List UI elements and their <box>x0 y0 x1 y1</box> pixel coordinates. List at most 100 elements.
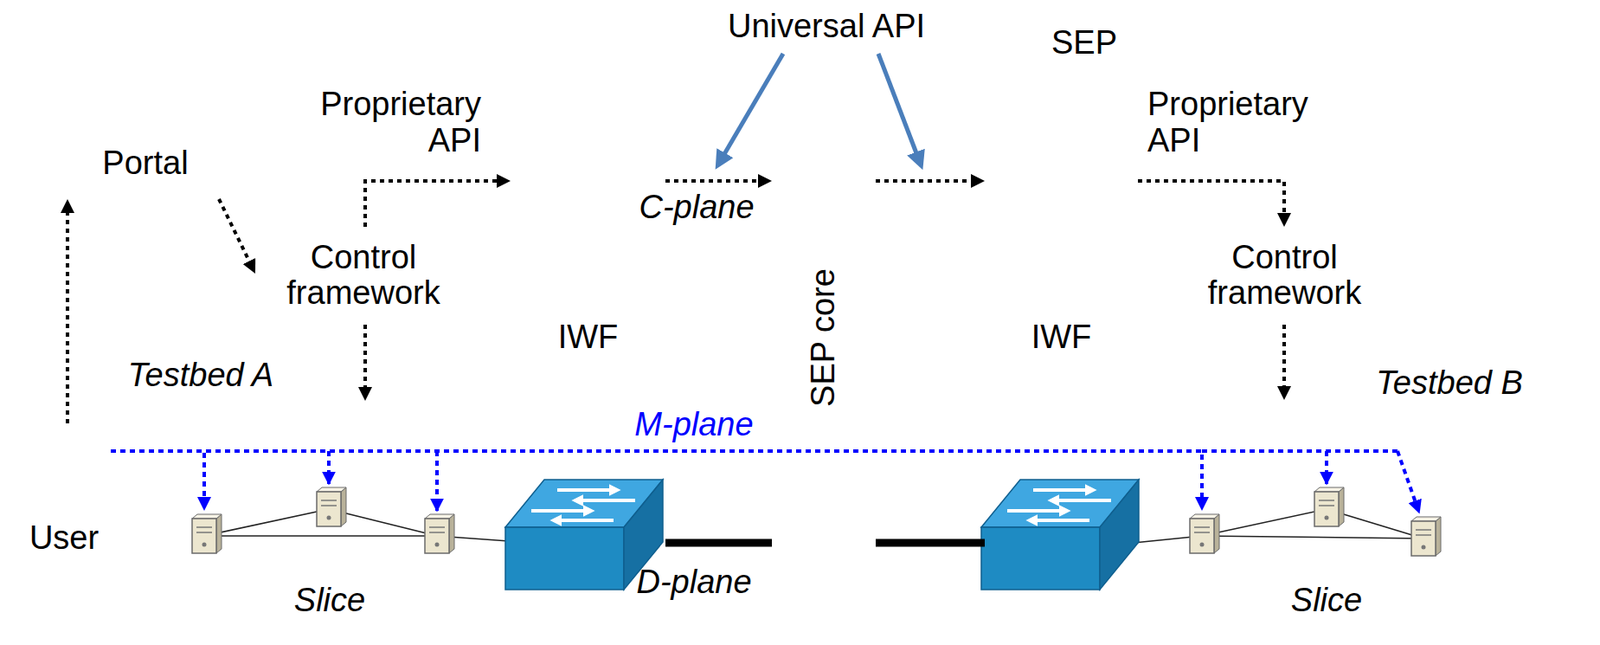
label-slot: M-plane <box>634 406 753 444</box>
server-led <box>327 515 332 521</box>
keyboard <box>51 494 100 502</box>
api-label: Universal API <box>727 8 926 45</box>
label-slot: D-plane <box>636 564 752 601</box>
server-side <box>1435 516 1441 556</box>
server-slot <box>1318 499 1335 502</box>
switch-side <box>1099 479 1139 590</box>
server-led <box>1200 542 1205 547</box>
plane-label: D-plane <box>636 564 752 601</box>
user-arm <box>51 475 70 495</box>
label-slot: Universal API <box>727 8 926 45</box>
control-arrow <box>665 179 764 183</box>
node-label: Slice <box>1291 582 1363 619</box>
slice-ellipse: Slice <box>147 400 512 637</box>
text-slot: Testbed A <box>128 357 274 394</box>
node-label: SEP <box>1051 25 1118 62</box>
server-slot <box>1318 504 1335 507</box>
sep-core: SEP core <box>771 104 876 591</box>
node-label: Testbed B <box>1375 365 1523 402</box>
node-label: Testbed A <box>128 357 274 394</box>
monitor <box>70 454 101 481</box>
plane-label: Proprietary API <box>1147 86 1356 160</box>
control-arrow <box>218 199 252 266</box>
node-label: SEP core <box>805 268 842 407</box>
slice-outline <box>148 401 511 636</box>
server-icon <box>1314 487 1344 527</box>
slice-link <box>204 534 437 537</box>
text-slot: IWF <box>558 319 619 356</box>
server-slot <box>196 531 213 534</box>
control-arrow <box>1282 324 1286 392</box>
cloud-bump <box>1094 359 1173 437</box>
cloud-core <box>24 285 544 645</box>
server-front <box>1411 520 1436 556</box>
monitor-stand <box>81 480 90 489</box>
cloud-bump <box>3 352 87 436</box>
label-slot: C-plane <box>638 189 754 226</box>
cloud-bump <box>1092 484 1179 572</box>
text-slot: IWF <box>1031 319 1093 356</box>
switch-arrow <box>554 518 614 522</box>
cloud-bump <box>1466 181 1600 338</box>
m-plane-drop <box>435 450 439 511</box>
switch-arrow <box>557 488 617 492</box>
switch-arrow <box>576 498 636 502</box>
plane-label: Proprietary API <box>273 86 482 160</box>
user-body <box>29 462 68 508</box>
plane-label: M-plane <box>634 406 753 444</box>
node-label: Slice <box>294 582 366 619</box>
switch-front <box>981 526 1100 590</box>
text-slot: Portal <box>102 145 188 182</box>
server-slot <box>1415 533 1432 536</box>
box-outline <box>58 128 233 199</box>
text-slot: Control framework <box>1185 239 1385 313</box>
testbed-cloud: Control frameworkSlice Testbed B <box>1098 155 1600 645</box>
text-slot: Slice <box>294 582 366 619</box>
control-arrow <box>65 207 70 424</box>
sep-outline <box>507 8 1141 611</box>
server-led <box>1421 545 1427 550</box>
m-plane-drop <box>1201 449 1398 453</box>
control-arrow <box>1137 180 1285 219</box>
text-slot: Control framework <box>263 239 463 313</box>
cloud-bump <box>0 549 87 645</box>
server-icon <box>424 514 455 553</box>
server-icon <box>1189 514 1220 553</box>
server-side <box>449 514 455 553</box>
text-slot: SEP core <box>754 319 894 356</box>
server-led <box>435 542 440 547</box>
server-slot <box>429 531 445 534</box>
server-slot <box>196 526 213 528</box>
core-outline <box>773 106 875 590</box>
cloud-bump <box>101 174 254 328</box>
switch-arrow <box>1007 508 1067 513</box>
server-side <box>216 514 222 553</box>
switch-front <box>505 526 624 590</box>
iwf-cylinder: IWF <box>984 132 1138 566</box>
portal-box: Portal <box>57 127 234 200</box>
switch-icon <box>981 479 1139 590</box>
cloud-core <box>1124 268 1600 645</box>
cloud-body <box>1092 164 1600 645</box>
universal-api-arrow <box>718 53 784 165</box>
server-side <box>1338 487 1344 527</box>
node-label: Portal <box>102 145 188 182</box>
user-hair <box>37 438 57 448</box>
management-link <box>110 450 1202 502</box>
server-slot <box>1194 531 1210 534</box>
cylinder-top <box>985 133 1138 170</box>
server-icon <box>192 514 222 553</box>
cylinder-body <box>985 132 1138 566</box>
testbed-cloud: Control frameworkUserSliceTestbed A <box>0 160 563 645</box>
m-plane-drop <box>1397 450 1420 513</box>
user-head <box>37 439 57 459</box>
server-front <box>192 518 217 553</box>
control-framework-box: Control framework <box>1173 226 1396 325</box>
switch-arrow <box>1033 488 1093 492</box>
text-slot: Testbed B <box>1375 365 1523 402</box>
data-plane-link <box>875 539 985 547</box>
server-led <box>1324 515 1330 521</box>
server-front <box>316 491 341 527</box>
server-slot <box>321 504 337 507</box>
server-slot <box>1415 528 1432 531</box>
